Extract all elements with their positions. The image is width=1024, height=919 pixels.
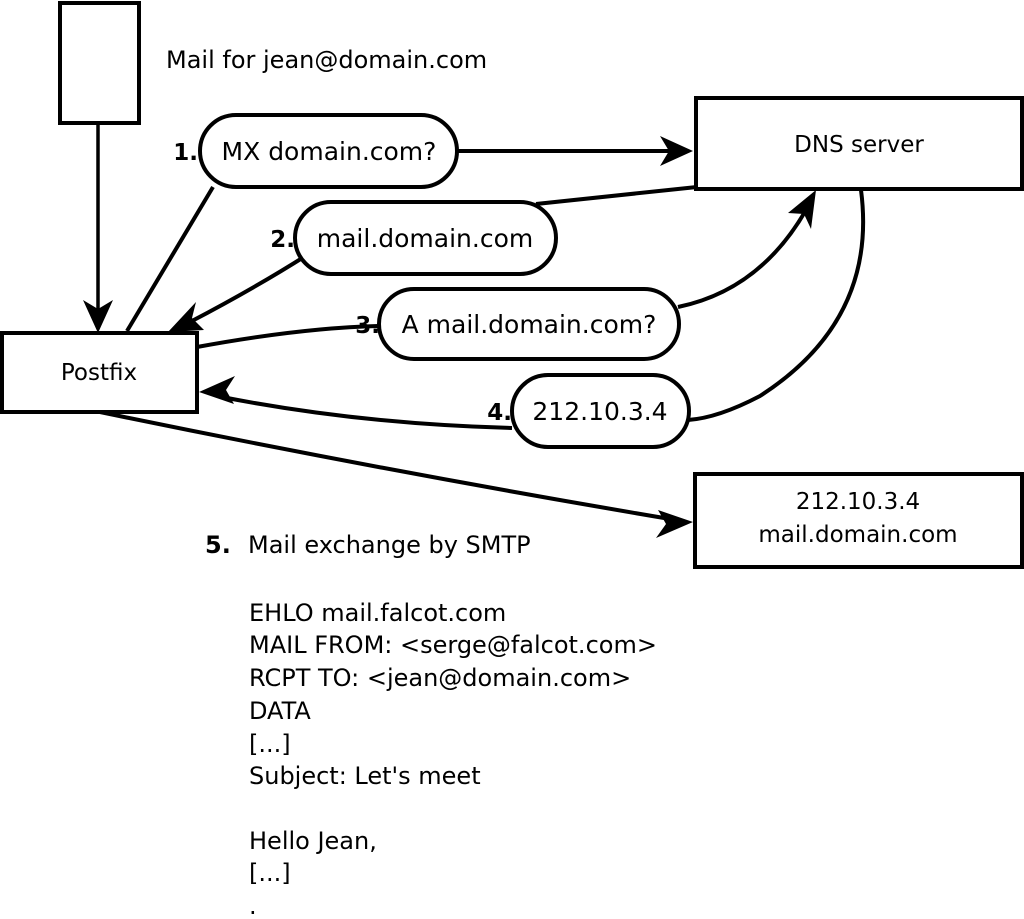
step-5-number: 5. — [205, 531, 231, 559]
edge-postfix-to-step1 — [125, 185, 215, 333]
step-4-bubble: 212.10.3.4 — [510, 373, 691, 449]
smtp-line-2: RCPT TO: <jean@domain.com> — [249, 664, 631, 692]
step-5-label: Mail exchange by SMTP — [248, 531, 531, 559]
edge-step3-to-dns — [677, 190, 816, 309]
smtp-line-4: [...] — [249, 730, 291, 758]
step-1-label: MX domain.com? — [222, 137, 437, 166]
edge-dns-to-step4 — [687, 189, 866, 422]
smtp-line-0: EHLO mail.falcot.com — [249, 599, 506, 627]
smtp-line-1: MAIL FROM: <serge@falcot.com> — [249, 631, 657, 659]
mail-server-hostname: mail.domain.com — [758, 522, 957, 548]
edge-step1-to-dns — [458, 136, 693, 166]
step-4-number: 4. — [487, 400, 512, 426]
step-3-bubble: A mail.domain.com? — [377, 287, 681, 361]
smtp-line-9: . — [249, 892, 257, 919]
step-2-label: mail.domain.com — [317, 224, 533, 253]
mail-for-caption: Mail for jean@domain.com — [166, 46, 487, 74]
step-3-number: 3. — [355, 313, 380, 339]
edge-postfix-to-step3 — [196, 324, 379, 349]
step-3-label: A mail.domain.com? — [402, 310, 657, 339]
smtp-line-7: Hello Jean, — [249, 827, 377, 855]
step-2-bubble: mail.domain.com — [293, 200, 558, 276]
edge-sender-to-postfix — [83, 123, 113, 333]
postfix-box: Postfix — [0, 331, 199, 414]
dns-server-label: DNS server — [794, 132, 924, 158]
postfix-label: Postfix — [61, 360, 137, 386]
edge-postfix-to-mailserver — [99, 410, 693, 538]
step-1-number: 1. — [173, 140, 198, 166]
dns-server-box: DNS server — [694, 96, 1024, 191]
edge-step4-to-postfix — [199, 376, 513, 430]
mail-server-ip: 212.10.3.4 — [796, 489, 920, 515]
step-4-label: 212.10.3.4 — [532, 397, 667, 426]
edge-step2-to-postfix — [168, 253, 309, 332]
step-1-bubble: MX domain.com? — [198, 113, 459, 189]
edge-dns-to-step2 — [535, 185, 698, 206]
smtp-line-8: [...] — [249, 859, 291, 887]
smtp-line-3: DATA — [249, 697, 311, 725]
mail-server-box: 212.10.3.4 mail.domain.com — [693, 472, 1024, 569]
sender-box — [58, 1, 141, 125]
step-2-number: 2. — [270, 227, 295, 253]
smtp-line-5: Subject: Let's meet — [249, 762, 481, 790]
